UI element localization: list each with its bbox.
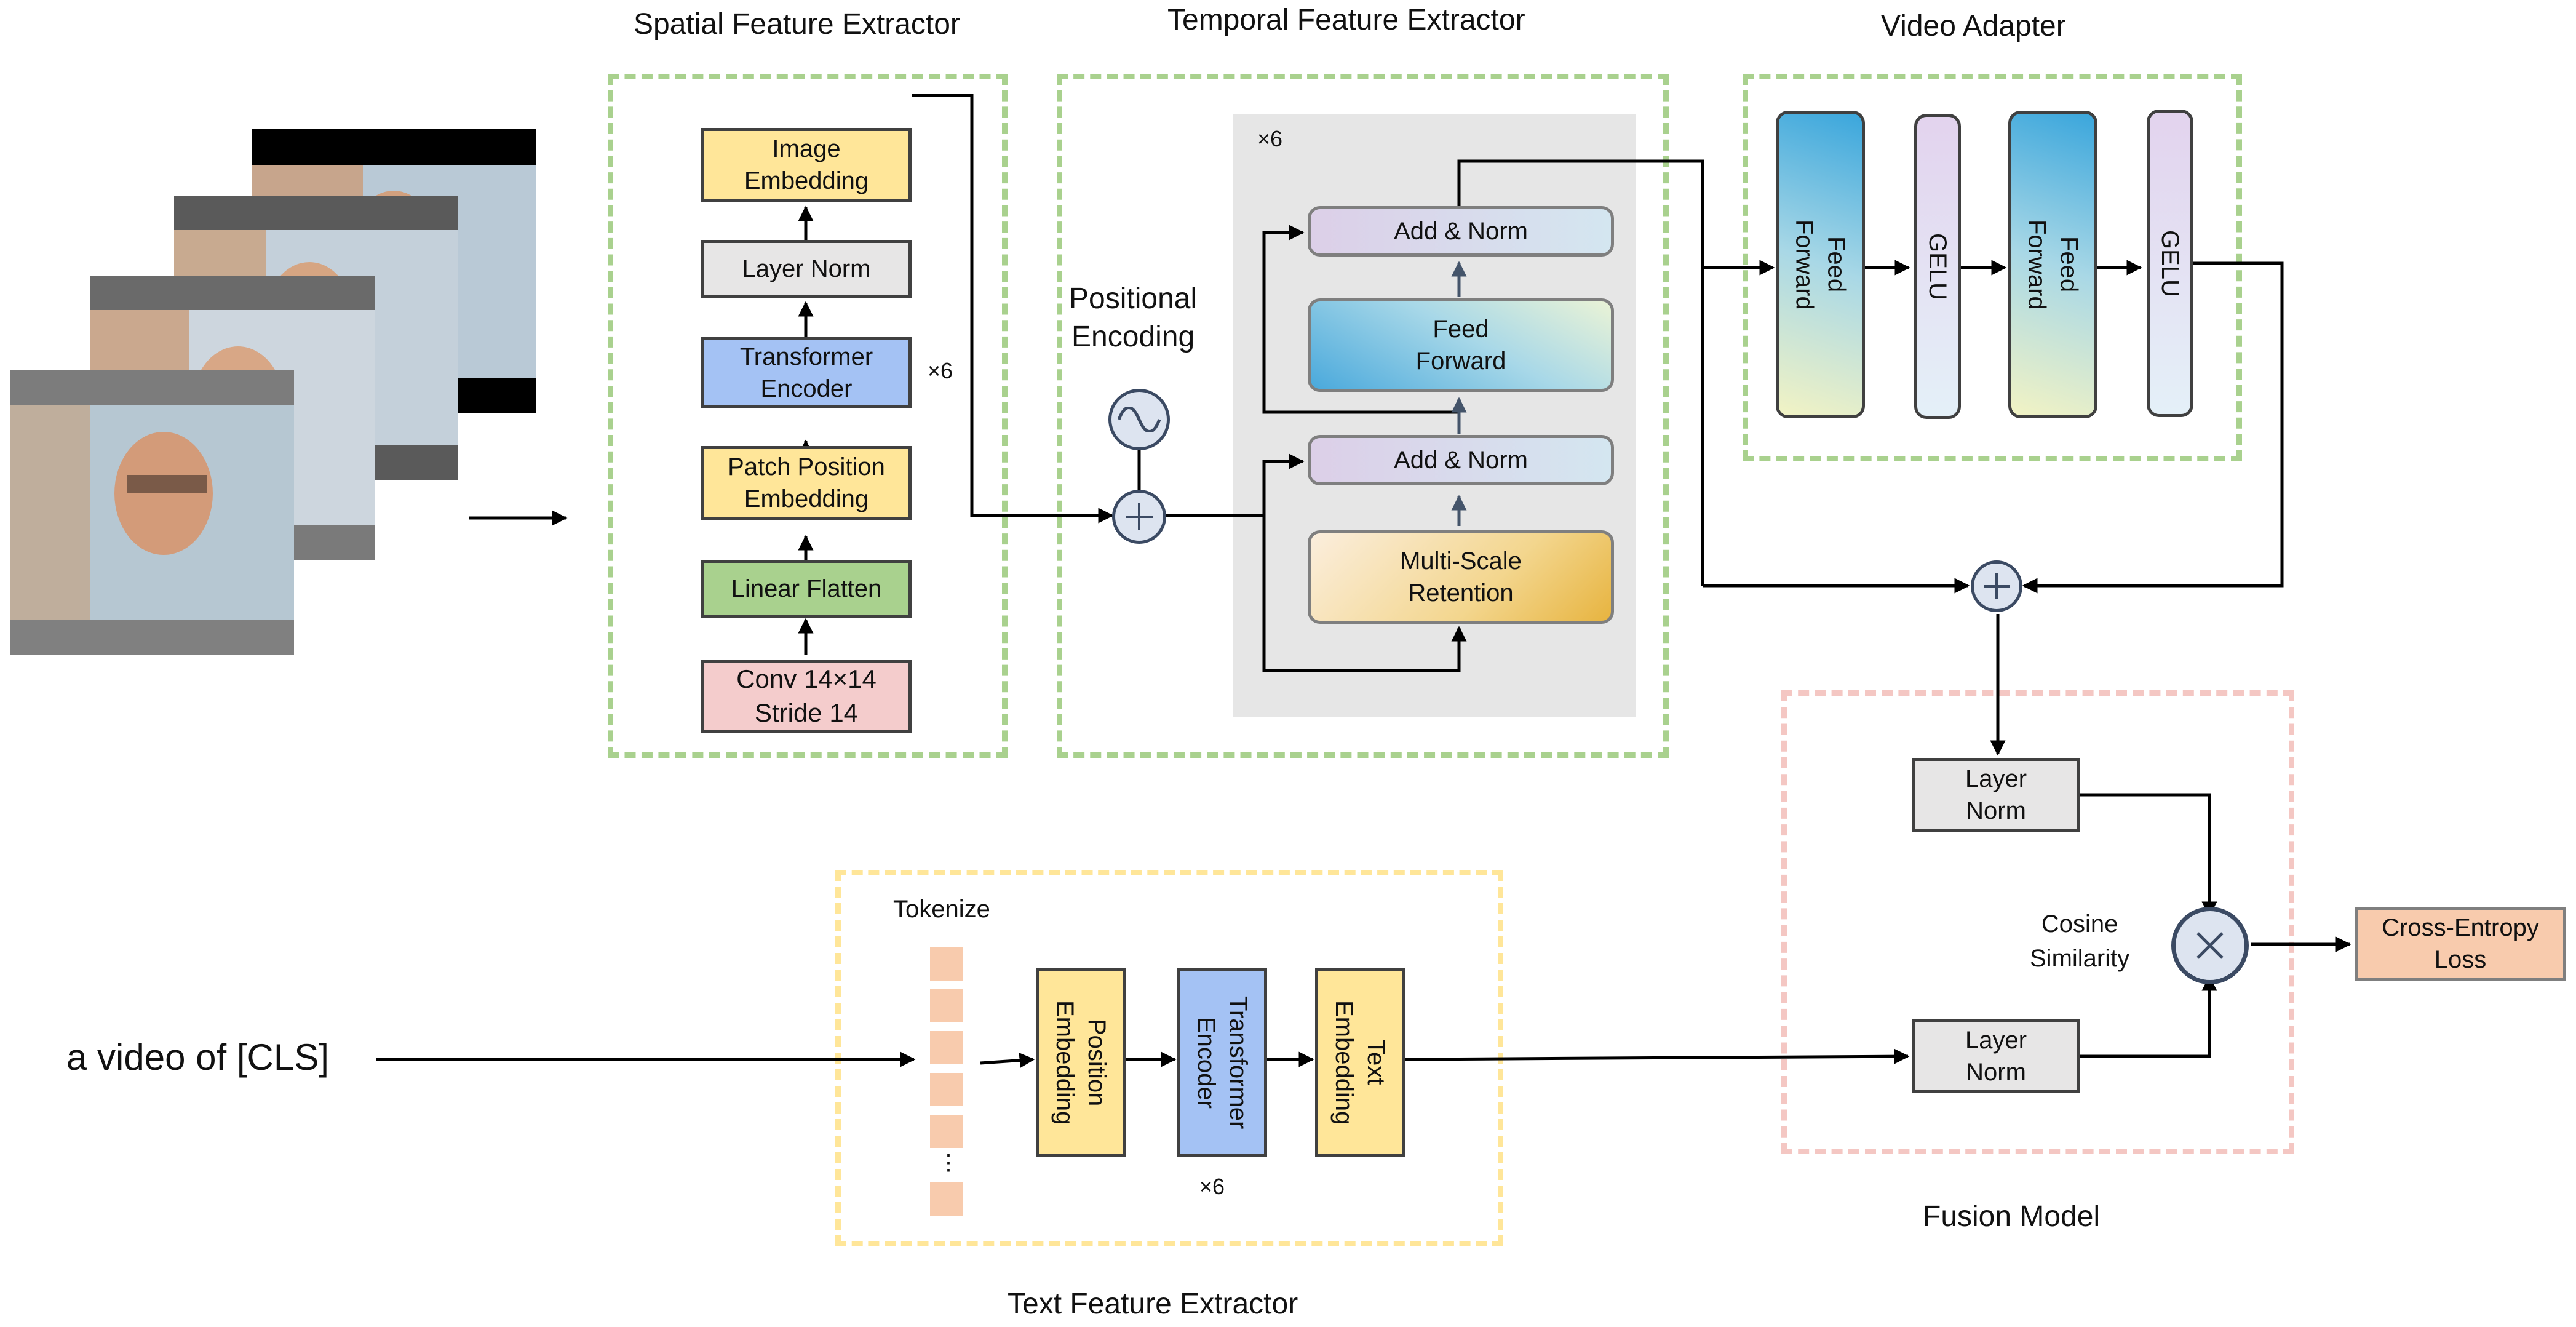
positional-sum-icon: [1112, 490, 1166, 544]
cosine-similarity-label: Cosine Similarity: [2030, 911, 2130, 972]
spatial-repeat-label: ×6: [928, 358, 953, 383]
video-adapter-title: Video Adapter: [1881, 10, 2066, 42]
video-frame-1: [10, 370, 294, 655]
temporal-add-norm-bottom-box: Add & Norm: [1308, 435, 1614, 485]
spatial-extractor-group: [608, 74, 1008, 758]
token-3: [930, 1031, 963, 1064]
token-4: [930, 1073, 963, 1106]
fusion-model-group: [1781, 690, 2294, 1154]
adapter-gelu-2-box: GELU: [2147, 110, 2193, 417]
token-6: [930, 1182, 963, 1216]
text-input-label: a video of [CLS]: [66, 1037, 329, 1078]
adapter-gelu-1-box: GELU: [1914, 114, 1961, 419]
token-ellipsis: ⋮: [937, 1149, 960, 1174]
positional-encoding-label: Positional Encoding: [1069, 282, 1198, 354]
token-1: [930, 947, 963, 981]
fusion-model-title: Fusion Model: [1923, 1200, 2101, 1233]
spatial-layer-norm-box: Layer Norm: [701, 240, 912, 298]
temporal-extractor-group: [1057, 74, 1669, 758]
positional-encoding-sine-icon: [1108, 389, 1170, 450]
token-5: [930, 1115, 963, 1148]
temporal-extractor-title: Temporal Feature Extractor: [1167, 4, 1525, 36]
linear-flatten-box: Linear Flatten: [701, 560, 912, 618]
cosine-multiply-icon: [2171, 907, 2249, 984]
token-2: [930, 989, 963, 1022]
spatial-extractor-title: Spatial Feature Extractor: [634, 8, 960, 41]
tokenize-label: Tokenize: [893, 896, 990, 923]
adapter-sum-icon: [1971, 560, 2022, 612]
text-extractor-title: Text Feature Extractor: [1008, 1288, 1298, 1320]
temporal-add-norm-top-box: Add & Norm: [1308, 206, 1614, 257]
temporal-repeat-label: ×6: [1257, 126, 1283, 151]
text-repeat-label: ×6: [1199, 1174, 1225, 1199]
